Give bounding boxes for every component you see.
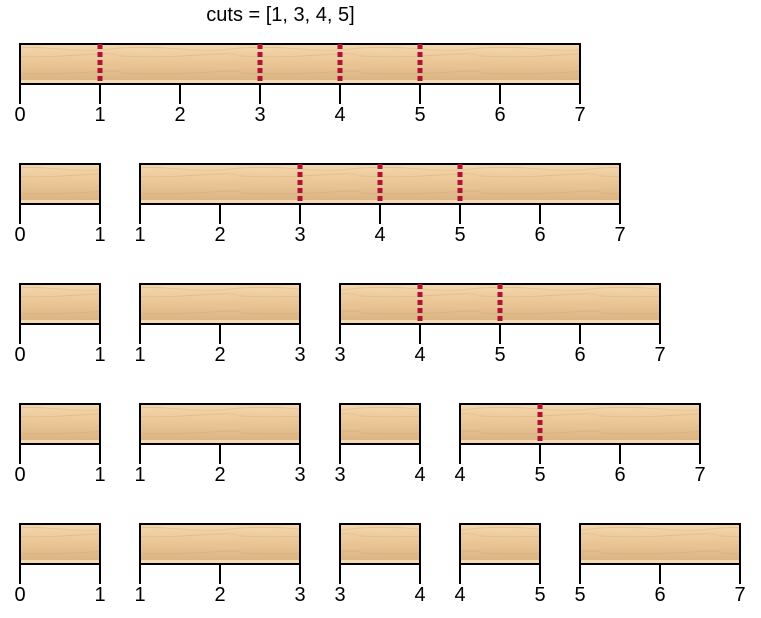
tick-label: 3 [294,344,305,366]
tick-label: 1 [94,464,105,486]
tick-label: 2 [174,104,185,126]
tick-label: 5 [414,104,425,126]
tick-label: 7 [654,344,665,366]
tick-label: 6 [534,224,545,246]
tick-label: 1 [94,104,105,126]
tick-label: 0 [14,464,25,486]
tick-label: 4 [454,464,465,486]
tick-label: 4 [414,584,425,606]
cut-stage-row: 0 1 2 3 4 5 6 7 [14,43,586,126]
tick-label: 1 [134,464,145,486]
tick-label: 4 [414,464,425,486]
tick-label: 0 [14,224,25,246]
tick-label: 1 [134,584,145,606]
tick-label: 5 [494,344,505,366]
tick-label: 0 [14,104,25,126]
tick-label: 7 [694,464,705,486]
wood-stick [459,523,541,565]
tick-label: 5 [534,464,545,486]
tick-label: 1 [94,344,105,366]
tick-label: 2 [214,224,225,246]
tick-label: 2 [214,464,225,486]
wood-stick [339,523,421,565]
wood-stick [139,403,301,445]
tick-label: 7 [574,104,585,126]
stick-piece: 5 6 7 [574,523,746,606]
stick-piece: 0 1 2 3 4 5 6 7 [14,43,586,126]
tick-label: 5 [454,224,465,246]
wood-stick [139,523,301,565]
tick-label: 4 [414,344,425,366]
stick-piece: 1 2 3 [134,523,306,606]
tick-label: 1 [134,224,145,246]
wood-stick [19,43,581,85]
stick-piece: 1 2 3 [134,283,306,366]
wood-stick [139,283,301,325]
tick-label: 2 [214,584,225,606]
stick-piece: 1 2 3 4 5 6 7 [134,163,626,246]
stick-piece: 3 4 5 6 7 [334,283,666,366]
diagram-title: cuts = [1, 3, 4, 5] [206,4,355,26]
tick-label: 3 [294,584,305,606]
tick-label: 3 [294,224,305,246]
tick-label: 0 [14,584,25,606]
tick-label: 6 [574,344,585,366]
wood-stick [19,403,101,445]
tick-label: 1 [134,344,145,366]
wood-stick [579,523,741,565]
wood-stick [19,283,101,325]
tick-label: 3 [294,464,305,486]
stick-piece: 1 2 3 [134,403,306,486]
tick-label: 3 [334,344,345,366]
tick-label: 7 [734,584,745,606]
stick-piece: 4 5 6 7 [454,403,706,486]
tick-label: 0 [14,344,25,366]
wood-stick [19,163,101,205]
tick-label: 7 [614,224,625,246]
tick-label: 4 [454,584,465,606]
wood-stick [339,403,421,445]
tick-label: 3 [254,104,265,126]
tick-label: 6 [494,104,505,126]
tick-label: 2 [214,344,225,366]
tick-label: 5 [574,584,585,606]
tick-label: 6 [614,464,625,486]
tick-label: 5 [534,584,545,606]
tick-label: 3 [334,584,345,606]
wood-stick [459,403,701,445]
tick-label: 1 [94,224,105,246]
tick-label: 6 [654,584,665,606]
tick-label: 4 [334,104,345,126]
wood-stick [19,523,101,565]
tick-label: 1 [94,584,105,606]
tick-label: 4 [374,224,385,246]
tick-label: 3 [334,464,345,486]
